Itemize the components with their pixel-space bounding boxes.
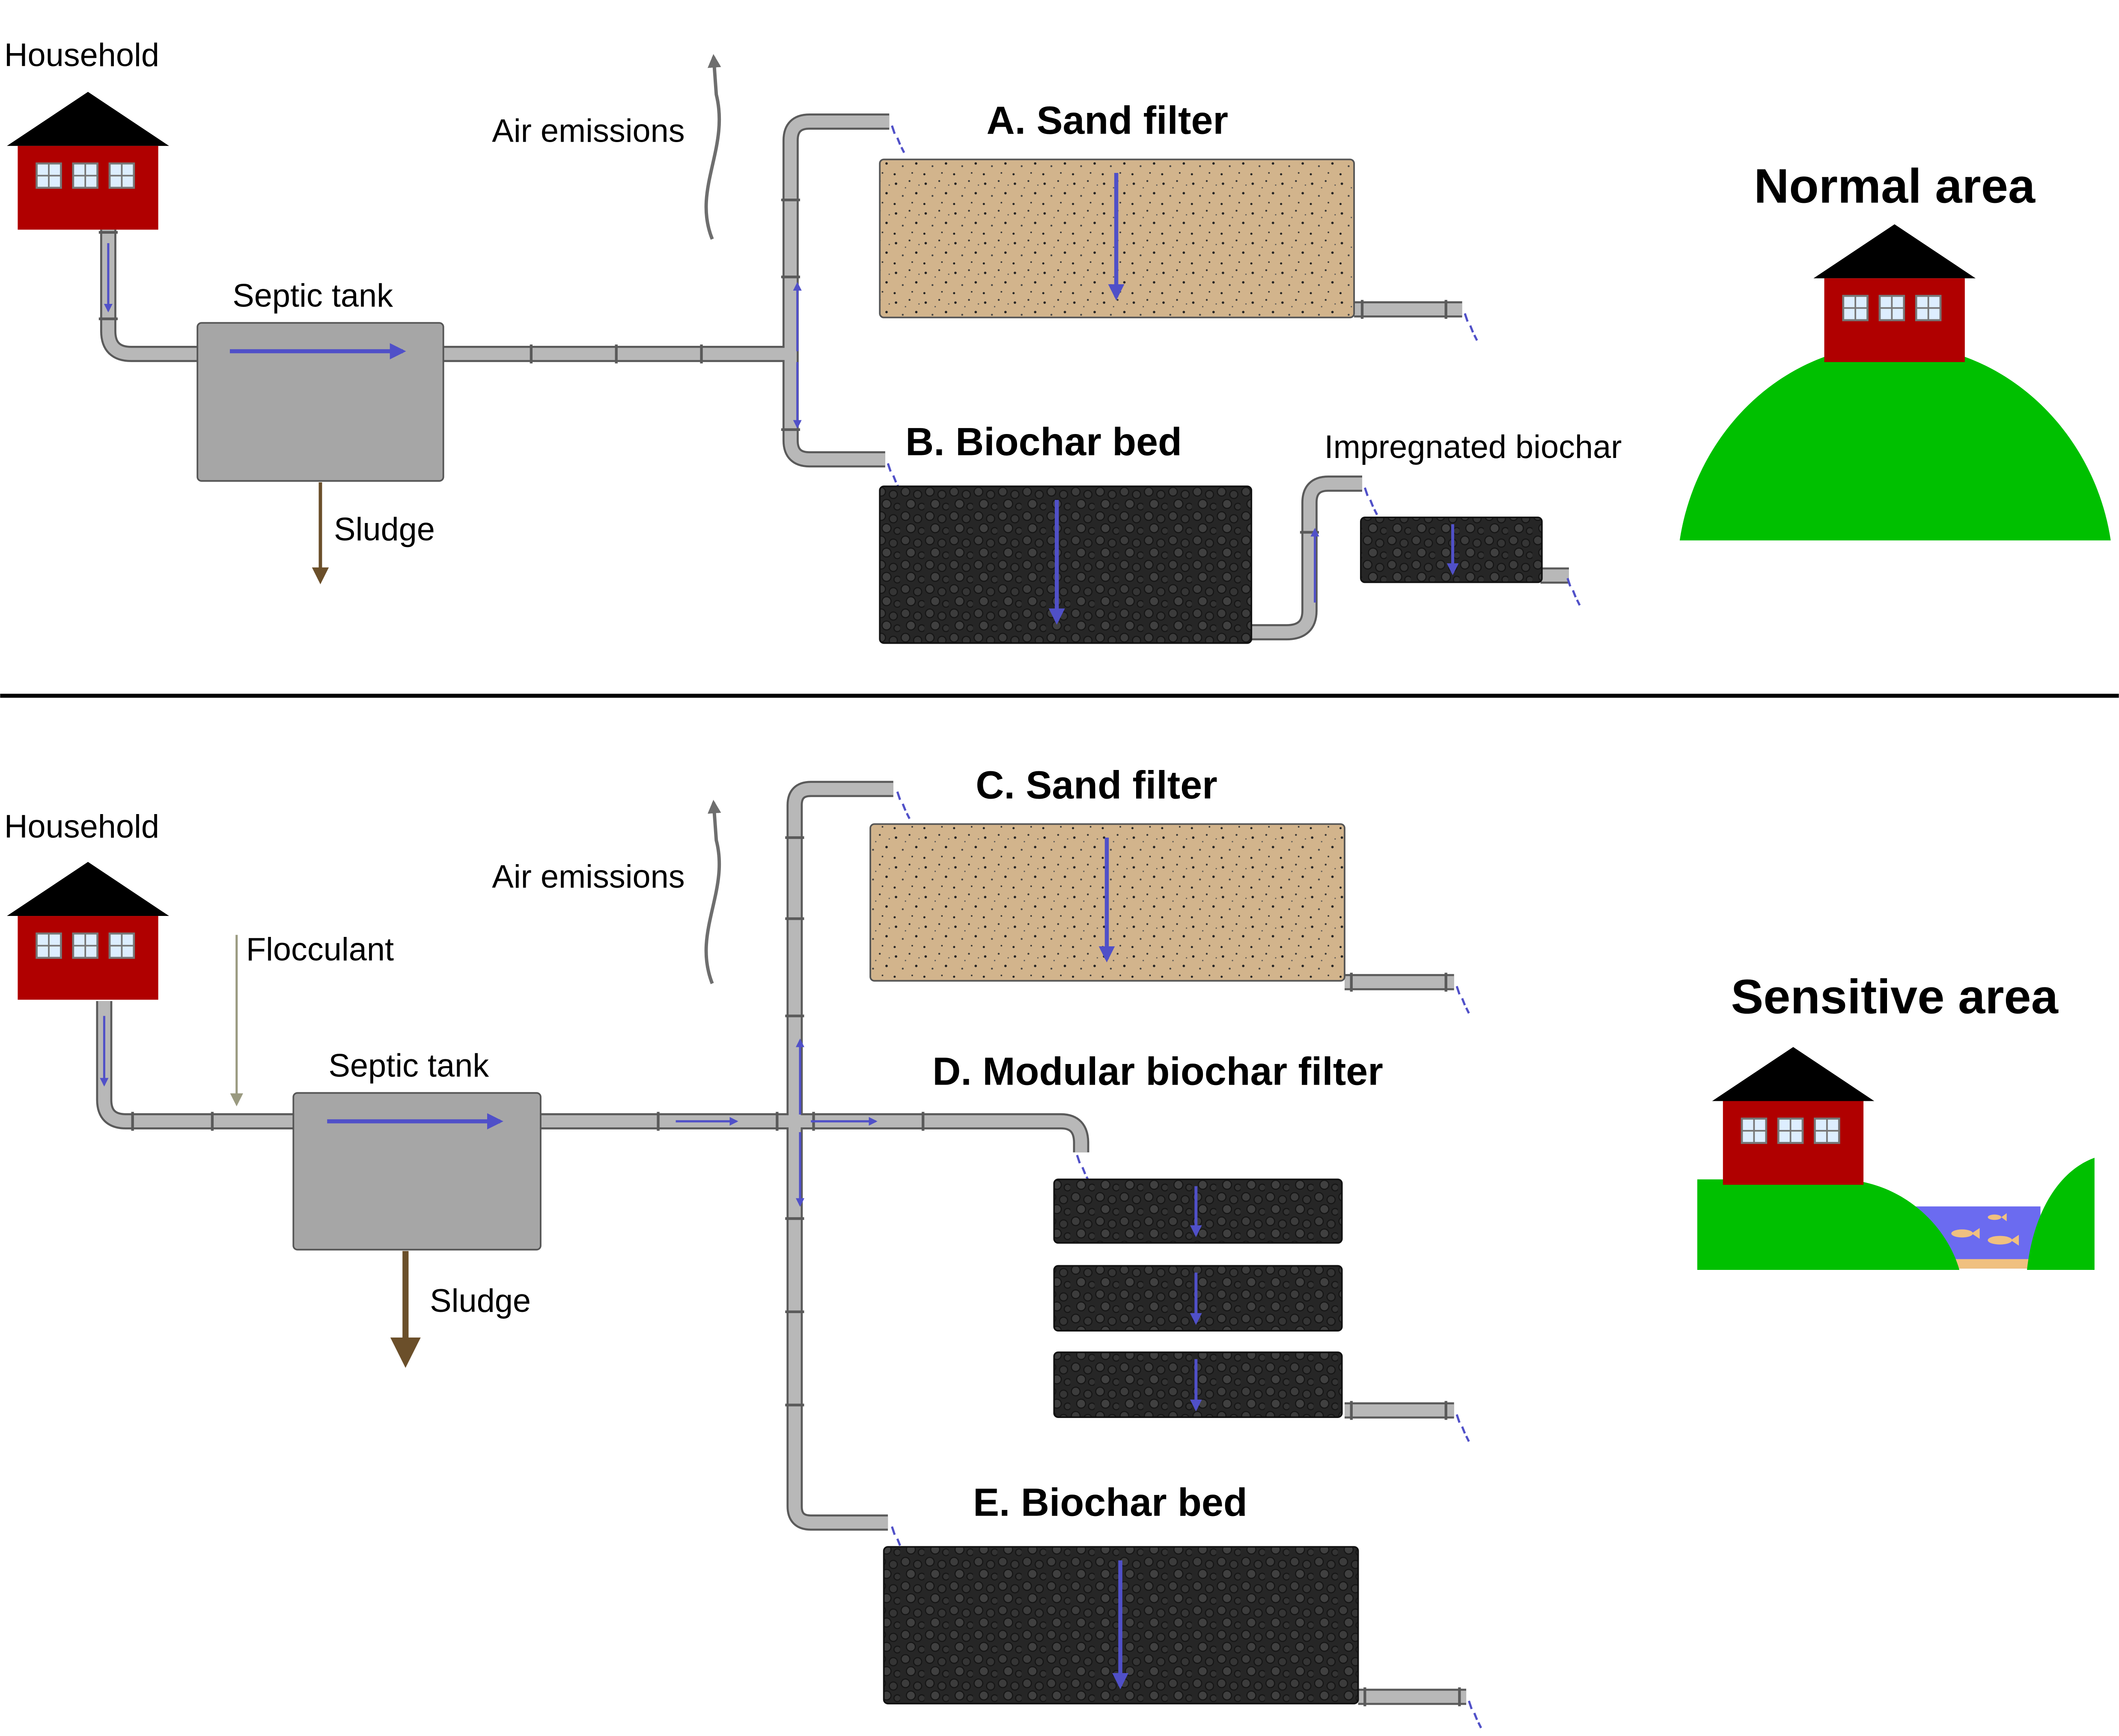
bottom-modular-outlet-drip [1457,1415,1469,1442]
top-air-emissions-arrow [704,54,721,240]
bottom-sand-filter-title: C. Sand filter [976,763,1217,807]
bottom-septic-tank [292,1092,542,1251]
sensitive-area-title: Sensitive area [1731,969,2059,1024]
top-septic-tank-label: Septic tank [232,278,393,314]
bottom-household-icon [7,862,169,1000]
top-sand-filter-title: A. Sand filter [987,98,1228,142]
top-household-label: Household [4,37,159,74]
normal-area-title: Normal area [1754,159,2036,213]
sensitive-area-left-hill [1697,1179,1960,1270]
top-biochar-bed [879,485,1253,644]
sensitive-area-shore [1946,1259,2041,1269]
modular-filter-module-3 [1053,1351,1343,1418]
bottom-biochar-bed-title: E. Biochar bed [973,1481,1247,1525]
normal-area-house-icon [1813,224,1976,362]
bottom-air-emissions-arrow [704,800,721,984]
top-impregnated-outlet-drip [1568,578,1580,605]
bottom-biochar-outlet-drip [1469,1701,1481,1728]
bottom-sand-outlet-drip [1457,986,1469,1013]
fish-icons [1951,1213,2019,1246]
bottom-pipes [96,781,1467,1706]
top-impregnated-inlet-drip [1365,488,1377,514]
bottom-sludge-label: Sludge [430,1283,531,1319]
flocculant-label: Flocculant [246,931,394,968]
sensitive-area-right-hill [2027,1158,2095,1270]
top-sand-inlet-drip [892,126,904,153]
bottom-sand-inlet-drip [897,792,909,819]
sensitive-area-landscape [1697,1158,2095,1270]
modular-biochar-filter-title: D. Modular biochar filter [932,1050,1383,1094]
top-biochar-bed-title: B. Biochar bed [905,420,1182,464]
sensitive-area-house-icon [1712,1047,1875,1185]
top-household-icon [7,92,169,230]
normal-area-hill [1679,344,2111,541]
top-sludge-label: Sludge [334,511,435,548]
bottom-pipe-flow-arrows [100,1016,878,1207]
top-pipe-flow-arrows [104,243,1319,603]
bottom-household-label: Household [4,809,159,845]
top-air-emissions-label: Air emissions [492,113,685,149]
top-sand-outlet-drip [1465,313,1477,340]
bottom-septic-tank-label: Septic tank [328,1048,489,1084]
bottom-air-emissions-label: Air emissions [492,859,685,895]
bottom-modular-inlet-drip [1077,1155,1089,1182]
bottom-panel: Household Flocculant [4,763,2095,1728]
modular-filter-module-1 [1053,1178,1343,1244]
modular-filter-module-2 [1053,1265,1343,1332]
top-panel: Household Septic [4,37,2111,644]
top-impregnated-biochar-label: Impregnated biochar [1324,429,1622,465]
top-septic-tank [196,322,444,482]
top-pipes [98,113,1569,641]
